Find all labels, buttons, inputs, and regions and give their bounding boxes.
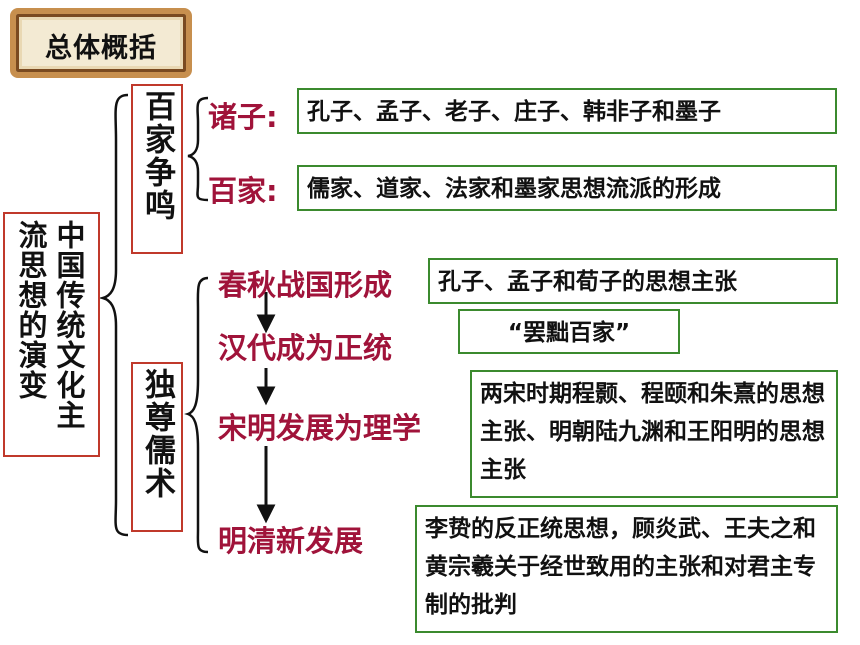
item-baijia-text: 百家: [208, 174, 267, 208]
arrow-3-head: [256, 504, 276, 524]
stage-2-desc: “罢黜百家”: [507, 320, 631, 346]
branch1-brace: [187, 96, 209, 202]
branch1-label: 百家争鸣: [139, 90, 175, 222]
branch2-label: 独尊儒术: [139, 368, 175, 500]
item-baijia-desc: 儒家、道家、法家和墨家思想流派的形成: [307, 176, 721, 202]
stage-1-label: 春秋战国形成: [218, 268, 393, 302]
stage-4-desc: 李贽的反正统思想，顾炎武、王夫之和黄宗羲关于经世致用的主张和对君主专制的批判: [425, 516, 816, 618]
root-text-col1: 中国传统文化主: [52, 220, 86, 430]
page-title: 总体概括: [45, 33, 157, 64]
item-zhuzi-text: 诸子: [208, 100, 267, 134]
branch2-brace: [184, 276, 209, 554]
item-baijia-desc-box: 儒家、道家、法家和墨家思想流派的形成: [297, 165, 837, 211]
item-zhuzi-label: 诸子:: [208, 94, 278, 136]
stage-2-label: 汉代成为正统: [218, 331, 393, 365]
branch1-box: 百家争鸣: [131, 84, 183, 254]
stage-1-desc-box: 孔子、孟子和荀子的思想主张: [428, 258, 838, 304]
stage-4-desc-box: 李贽的反正统思想，顾炎武、王夫之和黄宗羲关于经世致用的主张和对君主专制的批判: [415, 505, 838, 633]
stage-4-label: 明清新发展: [218, 524, 364, 558]
title-frame: 总体概括: [10, 8, 192, 78]
stage-3-desc: 两宋时期程颢、程颐和朱熹的思想主张、明朝陆九渊和王阳明的思想主张: [480, 381, 825, 483]
item-zhuzi-colon: :: [266, 100, 278, 134]
item-zhuzi-desc-box: 孔子、孟子、老子、庄子、韩非子和墨子: [297, 88, 837, 134]
item-baijia-label: 百家:: [208, 168, 278, 210]
root-concept-box: 中国传统文化主 流思想的演变: [3, 212, 100, 457]
stage-3-desc-box: 两宋时期程颢、程颐和朱熹的思想主张、明朝陆九渊和王阳明的思想主张: [470, 370, 838, 498]
stage-1-desc: 孔子、孟子和荀子的思想主张: [438, 269, 737, 295]
branch2-box: 独尊儒术: [131, 362, 183, 532]
item-baijia-colon: :: [266, 174, 278, 208]
arrow-2-head: [256, 386, 276, 406]
root-brace: [98, 93, 129, 537]
stage-2-desc-box: “罢黜百家”: [458, 309, 680, 354]
arrow-1-head: [256, 314, 276, 334]
stage-3-label: 宋明发展为理学: [218, 411, 422, 445]
root-text-col2: 流思想的演变: [14, 220, 48, 400]
item-zhuzi-desc: 孔子、孟子、老子、庄子、韩非子和墨子: [307, 99, 721, 125]
